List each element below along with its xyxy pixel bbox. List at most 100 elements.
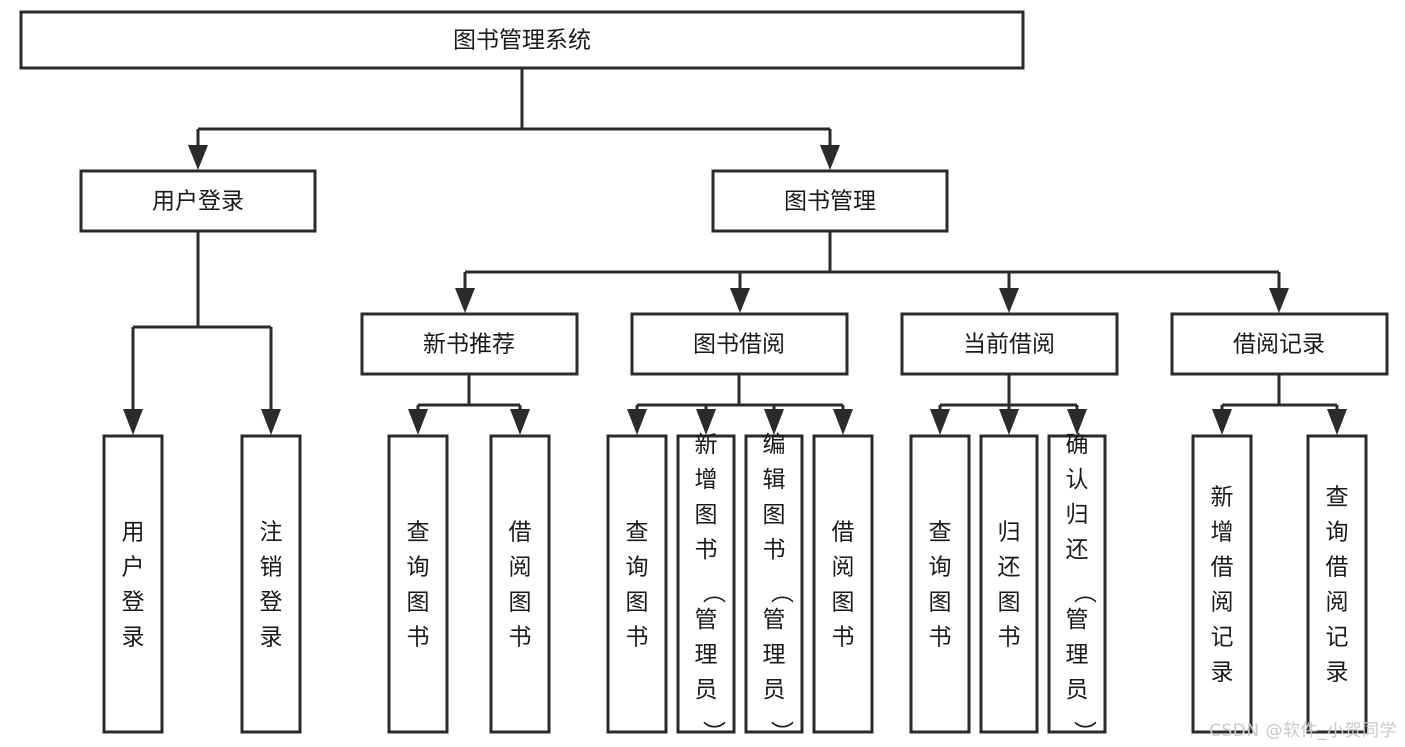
svg-text:编: 编 [763,432,786,458]
svg-text:新: 新 [1211,485,1234,511]
leaf-return-book-box[interactable] [979,434,1039,734]
svg-text:书: 书 [832,625,855,651]
leaf-add-record-box[interactable] [1191,434,1253,734]
svg-text:阅: 阅 [509,555,532,581]
node-borrow-record[interactable]: 借阅记录 [1170,312,1389,376]
svg-text:新: 新 [695,432,718,458]
svg-text:录: 录 [122,625,145,651]
arrow-head-current-borrow [999,288,1019,313]
svg-text:图: 图 [407,590,430,616]
node-borrow-record-box[interactable] [1170,312,1389,376]
svg-text:借: 借 [1326,555,1349,581]
arrow-head-user-login [188,145,208,170]
node-book-manage-box[interactable] [711,169,949,233]
node-current-borrow-box[interactable] [900,312,1119,376]
leaf-user-login[interactable] [102,434,164,734]
svg-text:辑: 辑 [763,467,786,493]
arrow-head-leaf-borrow-book-1 [510,409,530,435]
leaf-logout[interactable] [240,434,302,734]
svg-text:图: 图 [832,590,855,616]
arrow-head-leaf-confirm-return [1067,409,1087,435]
svg-text:书: 书 [407,625,430,651]
leaf-query-book-3-box[interactable] [909,434,971,734]
arrow-head-leaf-logout [261,409,281,435]
svg-text:理: 理 [1066,642,1089,668]
svg-text:录: 录 [260,625,283,651]
svg-text:理: 理 [763,642,786,668]
leaf-logout-box[interactable] [240,434,302,734]
node-new-book-recommend[interactable]: 新书推荐 [360,312,579,376]
svg-text:图: 图 [695,502,718,528]
leaf-query-record[interactable] [1306,434,1368,734]
svg-text:（: （ [1071,581,1097,604]
svg-text:（: （ [768,581,794,604]
leaf-add-book-box[interactable] [676,434,736,734]
node-new-book-recommend-label: 新书推荐 [423,332,515,358]
leaf-borrow-book-1-box[interactable] [489,434,551,734]
svg-text:登: 登 [122,590,145,616]
svg-text:登: 登 [260,590,283,616]
svg-text:借: 借 [1211,555,1234,581]
leaf-borrow-book-1[interactable] [489,434,551,734]
leaf-borrow-book-2[interactable] [812,434,874,734]
svg-text:户: 户 [122,555,145,581]
node-book-borrow-box[interactable] [630,312,849,376]
svg-text:查: 查 [407,520,430,546]
arrow-head-leaf-return-book [999,409,1019,435]
arrow-head-leaf-query-book-2 [627,409,647,435]
node-book-borrow-label: 图书借阅 [693,332,785,358]
svg-text:注: 注 [260,520,283,546]
arrow-head-leaf-add-book [696,409,716,435]
leaf-borrow-book-2-box[interactable] [812,434,874,734]
svg-text:查: 查 [626,520,649,546]
svg-text:阅: 阅 [1211,590,1234,616]
svg-text:阅: 阅 [1326,590,1349,616]
leaf-confirm-return[interactable] [1047,434,1107,734]
leaf-user-login-label: 用户登录 [122,520,145,651]
leaf-query-book-1-box[interactable] [387,434,449,734]
leaf-query-book-2-box[interactable] [606,434,668,734]
leaf-query-record-box[interactable] [1306,434,1368,734]
node-user-login[interactable]: 用户登录 [79,169,317,233]
leaf-query-book-1[interactable] [387,434,449,734]
leaf-confirm-return-box[interactable] [1047,434,1107,734]
arrow-head-book-manage [820,145,840,170]
svg-text:归: 归 [1066,502,1089,528]
svg-text:询: 询 [407,555,430,581]
leaf-edit-book[interactable] [744,434,804,734]
node-new-book-recommend-box[interactable] [360,312,579,376]
svg-text:书: 书 [509,625,532,651]
leaf-add-record[interactable] [1191,434,1253,734]
node-root-box[interactable] [19,10,1025,70]
arrow-head-leaf-query-book-3 [930,409,950,435]
svg-text:书: 书 [763,537,786,563]
svg-text:还: 还 [1066,537,1089,563]
leaf-query-book-2[interactable] [606,434,668,734]
node-user-login-box[interactable] [79,169,317,233]
leaf-return-book[interactable] [979,434,1039,734]
svg-text:）: ） [1071,721,1097,744]
leaf-query-book-3[interactable] [909,434,971,734]
node-current-borrow[interactable]: 当前借阅 [900,312,1119,376]
leaf-user-login-box[interactable] [102,434,164,734]
svg-text:录: 录 [1326,660,1349,686]
node-root[interactable]: 图书管理系统 [19,10,1025,70]
svg-text:图: 图 [509,590,532,616]
svg-text:询: 询 [626,555,649,581]
svg-text:用: 用 [122,520,145,546]
node-book-borrow[interactable]: 图书借阅 [630,312,849,376]
arrow-head-leaf-user-login [123,409,143,435]
arrow-head-leaf-add-record [1212,409,1232,435]
svg-text:）: ） [700,721,726,744]
leaf-edit-book-box[interactable] [744,434,804,734]
leaf-add-book[interactable] [676,434,736,734]
node-borrow-record-label: 借阅记录 [1233,332,1325,358]
node-book-manage[interactable]: 图书管理 [711,169,949,233]
svg-text:询: 询 [1326,520,1349,546]
